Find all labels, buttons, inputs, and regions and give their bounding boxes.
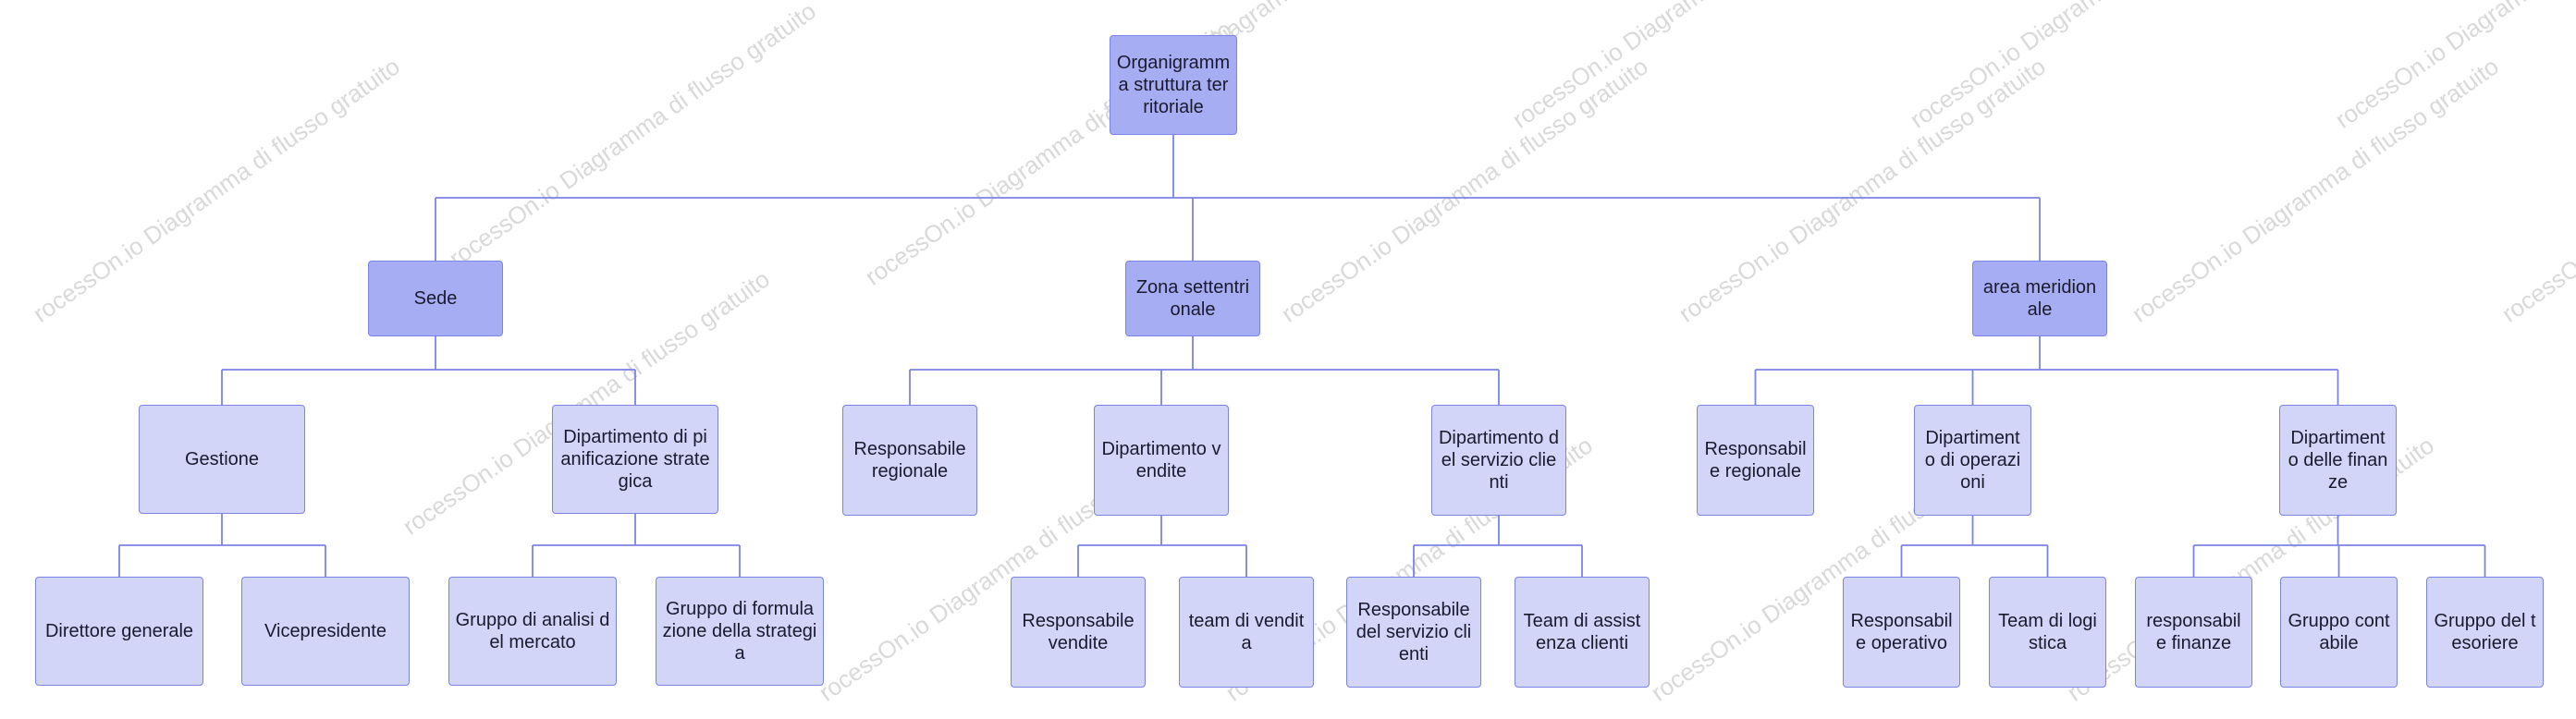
org-node-resp-reg-sud[interactable]: Responsabile regionale bbox=[1697, 405, 1814, 516]
org-node-resp-vendite[interactable]: Responsabile vendite bbox=[1011, 577, 1146, 688]
org-node-label: responsabile finanze bbox=[2146, 611, 2241, 653]
org-node-label: Gruppo di formulazione della strategia bbox=[662, 599, 817, 664]
org-node-servizio[interactable]: Dipartimento del servizio clienti bbox=[1431, 405, 1566, 516]
org-node-label: Gruppo contabile bbox=[2288, 611, 2390, 653]
org-node-label: Dipartimento vendite bbox=[1101, 439, 1221, 481]
org-node-resp-reg-nord[interactable]: Responsabile regionale bbox=[842, 405, 977, 516]
org-node-label: Team di assistenza clienti bbox=[1523, 611, 1641, 653]
org-node-label: Responsabile regionale bbox=[853, 439, 966, 481]
org-node-resp-finanze[interactable]: responsabile finanze bbox=[2135, 577, 2252, 688]
org-node-label: Vicepresidente bbox=[264, 621, 386, 641]
org-node-label: Responsabile vendite bbox=[1022, 611, 1135, 653]
org-node-gestione[interactable]: Gestione bbox=[139, 405, 305, 514]
org-node-team-assistenza[interactable]: Team di assistenza clienti bbox=[1515, 577, 1650, 688]
org-node-contabile[interactable]: Gruppo contabile bbox=[2280, 577, 2398, 688]
org-node-tesoriere[interactable]: Gruppo del tesoriere bbox=[2426, 577, 2544, 688]
org-node-vicepresidente[interactable]: Vicepresidente bbox=[241, 577, 410, 686]
org-node-label: Zona settentrionale bbox=[1135, 277, 1250, 320]
org-node-team-logistica[interactable]: Team di logistica bbox=[1989, 577, 2106, 688]
org-node-label: Organigramma struttura territoriale bbox=[1116, 53, 1231, 117]
org-node-finanze[interactable]: Dipartimento delle finanze bbox=[2279, 405, 2397, 516]
org-node-resp-servizio[interactable]: Responsabile del servizio clienti bbox=[1346, 577, 1481, 688]
org-node-vendite[interactable]: Dipartimento vendite bbox=[1094, 405, 1229, 516]
org-node-label: Dipartimento del servizio clienti bbox=[1438, 428, 1560, 493]
org-node-label: Team di logistica bbox=[1998, 611, 2097, 653]
org-node-label: Dipartimento di pianificazione strategic… bbox=[560, 427, 710, 492]
org-node-label: Dipartimento di operazioni bbox=[1924, 428, 2021, 493]
org-node-label: Gruppo del tesoriere bbox=[2434, 611, 2536, 653]
org-node-label: Gruppo di analisi del mercato bbox=[455, 610, 610, 652]
org-node-operazioni[interactable]: Dipartimento di operazioni bbox=[1914, 405, 2031, 516]
org-node-label: Sede bbox=[413, 288, 458, 309]
org-node-label: Responsabile regionale bbox=[1704, 439, 1807, 481]
org-node-label: Direttore generale bbox=[44, 621, 194, 641]
org-node-label: area meridionale bbox=[1982, 277, 2097, 320]
org-node-label: Responsabile del servizio clienti bbox=[1355, 600, 1472, 664]
org-node-team-vendita[interactable]: team di vendita bbox=[1179, 577, 1314, 688]
org-node-label: team di vendita bbox=[1188, 611, 1305, 653]
org-node-root[interactable]: Organigramma struttura territoriale bbox=[1110, 35, 1237, 135]
org-node-label: Dipartimento delle finanze bbox=[2288, 428, 2388, 493]
org-node-resp-operativo[interactable]: Responsabile operativo bbox=[1843, 577, 1960, 688]
org-node-direttore[interactable]: Direttore generale bbox=[35, 577, 203, 686]
org-node-sede[interactable]: Sede bbox=[368, 261, 503, 336]
org-node-analisi[interactable]: Gruppo di analisi del mercato bbox=[448, 577, 617, 686]
org-node-label: Responsabile operativo bbox=[1850, 611, 1953, 653]
org-node-nord[interactable]: Zona settentrionale bbox=[1125, 261, 1260, 336]
org-node-pianificazione[interactable]: Dipartimento di pianificazione strategic… bbox=[552, 405, 718, 514]
org-node-sud[interactable]: area meridionale bbox=[1972, 261, 2107, 336]
org-node-label: Gestione bbox=[184, 449, 260, 469]
org-node-formulazione[interactable]: Gruppo di formulazione della strategia bbox=[656, 577, 824, 686]
